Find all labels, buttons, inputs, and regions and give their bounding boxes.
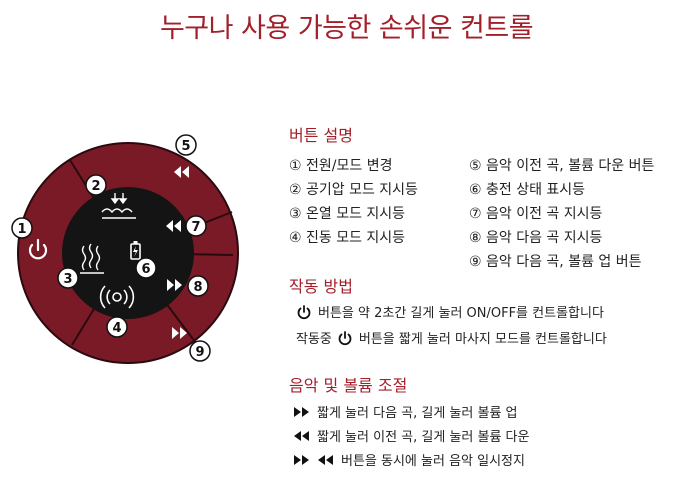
prev-track-icon[interactable]: [174, 166, 189, 178]
callout-1: 1: [11, 217, 33, 239]
operation-section-title: 작동 방법: [289, 277, 353, 296]
music-line-2: 짧게 눌러 이전 곡, 길게 눌러 볼륨 다운: [293, 426, 529, 445]
button-desc-7: ⑦ 음악 이전 곡 지시등: [469, 206, 603, 222]
prev-track-icon: [293, 430, 311, 442]
svg-text:5: 5: [181, 139, 190, 154]
callout-3: 3: [57, 267, 79, 289]
callout-8: 8: [187, 275, 209, 297]
callout-5: 5: [175, 134, 197, 156]
controller-diagram: 1 2 3 4 5 6 7 8: [11, 134, 239, 364]
heat-icon: [80, 243, 104, 274]
power-icon[interactable]: [28, 238, 48, 260]
music-line-3: 버튼을 동시에 눌러 음악 일시정지: [293, 450, 525, 469]
svg-text:2: 2: [91, 179, 100, 194]
svg-text:7: 7: [191, 220, 200, 235]
buttons-section-title: 버튼 설명: [289, 126, 353, 145]
callout-2: 2: [85, 174, 107, 196]
button-desc-9: ⑨ 음악 다음 곡, 볼륨 업 버튼: [469, 254, 642, 270]
center-panel: [62, 187, 194, 319]
music-line-2-text: 짧게 눌러 이전 곡, 길게 눌러 볼륨 다운: [317, 430, 530, 445]
button-desc-5: ⑤ 음악 이전 곡, 볼륨 다운 버튼: [469, 158, 655, 174]
svg-text:8: 8: [193, 280, 202, 295]
operation-line-1: 버튼을 약 2초간 길게 눌러 ON/OFF를 컨트롤합니다: [296, 302, 604, 321]
operation-line-2-text: 버튼을 짧게 눌러 마사지 모드를 컨트롤합니다: [358, 332, 607, 347]
next-indicator-icon: [167, 279, 182, 291]
air-pressure-icon: [101, 193, 136, 219]
music-line-1: 짧게 눌러 다음 곡, 길게 눌러 볼륨 업: [293, 402, 518, 421]
power-icon: [337, 330, 353, 346]
music-line-1-text: 짧게 눌러 다음 곡, 길게 눌러 볼륨 업: [317, 406, 518, 421]
operation-line-1-text: 버튼을 약 2초간 길게 눌러 ON/OFF를 컨트롤합니다: [318, 306, 604, 321]
next-track-icon[interactable]: [172, 327, 187, 339]
next-track-icon: [293, 406, 311, 418]
button-desc-2: ② 공기압 모드 지시등: [289, 182, 418, 198]
button-desc-4: ④ 진동 모드 지시등: [289, 230, 406, 246]
operation-line-2: 작동중 버튼을 짧게 눌러 마사지 모드를 컨트롤합니다: [296, 328, 607, 347]
callout-4: 4: [106, 316, 128, 338]
music-section-title: 음악 및 볼륨 조절: [289, 376, 408, 395]
callout-7: 7: [185, 215, 207, 237]
svg-text:1: 1: [17, 222, 26, 237]
svg-text:9: 9: [195, 345, 204, 360]
svg-text:4: 4: [112, 321, 121, 336]
button-desc-6: ⑥ 충전 상태 표시등: [469, 182, 586, 198]
vibration-icon: [99, 285, 135, 309]
button-desc-8: ⑧ 음악 다음 곡 지시등: [469, 230, 603, 246]
next-track-icon: [293, 454, 311, 466]
operation-line-2-prefix: 작동중: [296, 332, 332, 347]
music-line-3-text: 버튼을 동시에 눌러 음악 일시정지: [341, 454, 525, 469]
svg-text:3: 3: [63, 272, 72, 287]
button-desc-1: ① 전원/모드 변경: [289, 158, 393, 174]
svg-text:6: 6: [141, 262, 150, 277]
button-desc-3: ③ 온열 모드 지시등: [289, 206, 406, 222]
prev-track-icon: [317, 454, 335, 466]
page-title: 누구나 사용 가능한 손쉬운 컨트롤: [159, 13, 534, 44]
callout-6: 6: [135, 257, 157, 279]
callout-9: 9: [189, 340, 211, 362]
power-icon: [296, 304, 312, 320]
prev-indicator-icon: [166, 220, 181, 232]
battery-icon: [130, 241, 141, 260]
